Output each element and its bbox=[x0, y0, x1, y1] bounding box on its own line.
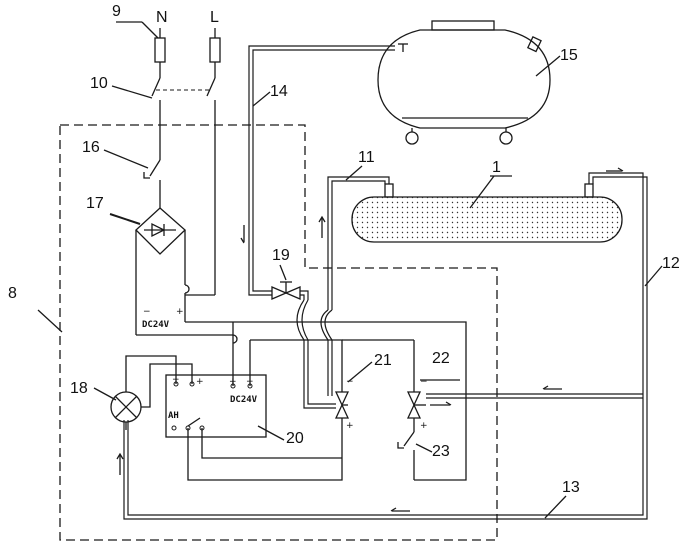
pipe-12 bbox=[127, 172, 644, 516]
ah-label: AH bbox=[168, 411, 179, 421]
label-12: 12 bbox=[662, 255, 680, 272]
svg-text:−: − bbox=[420, 377, 428, 387]
terminal-n-label: N bbox=[156, 9, 168, 26]
rectifier-17 bbox=[135, 207, 186, 255]
label-10: 10 bbox=[90, 75, 108, 92]
dc24v-supply-label: DC24V bbox=[142, 320, 170, 330]
valve-21 bbox=[334, 391, 350, 407]
exchanger-1 bbox=[351, 196, 623, 243]
tank-15 bbox=[377, 29, 551, 129]
valve-22 bbox=[406, 391, 422, 407]
label-16: 16 bbox=[82, 139, 100, 156]
svg-text:+: + bbox=[420, 421, 428, 431]
dc24v-supply-plus: + bbox=[176, 307, 184, 317]
label-15: 15 bbox=[560, 47, 578, 64]
label-13: 13 bbox=[562, 479, 580, 496]
label-21: 21 bbox=[374, 352, 392, 369]
svg-text:+: + bbox=[196, 377, 204, 387]
dc24v-supply-minus: − bbox=[143, 307, 151, 317]
label-19: 19 bbox=[272, 247, 290, 264]
svg-text:−: − bbox=[346, 377, 354, 387]
pipe-11 bbox=[327, 176, 390, 310]
fuse-l bbox=[209, 37, 221, 63]
label-8: 8 bbox=[8, 285, 17, 302]
label-1: 1 bbox=[492, 159, 501, 176]
terminal-l-label: L bbox=[210, 9, 219, 26]
controller-20 bbox=[165, 374, 267, 438]
svg-text:+: + bbox=[346, 421, 354, 431]
label-11: 11 bbox=[358, 149, 375, 166]
pipe-14 bbox=[248, 45, 395, 296]
fuse-n bbox=[154, 37, 166, 63]
label-18: 18 bbox=[70, 380, 88, 397]
label-14: 14 bbox=[270, 83, 288, 100]
enclosure-8-boundary bbox=[59, 124, 498, 541]
valve-19 bbox=[271, 286, 288, 300]
label-9: 9 bbox=[112, 3, 121, 20]
dc24v-controller-label: DC24V bbox=[230, 395, 258, 405]
label-22: 22 bbox=[432, 350, 450, 367]
label-20: 20 bbox=[286, 430, 304, 447]
label-17: 17 bbox=[86, 195, 104, 212]
label-23: 23 bbox=[432, 443, 450, 460]
